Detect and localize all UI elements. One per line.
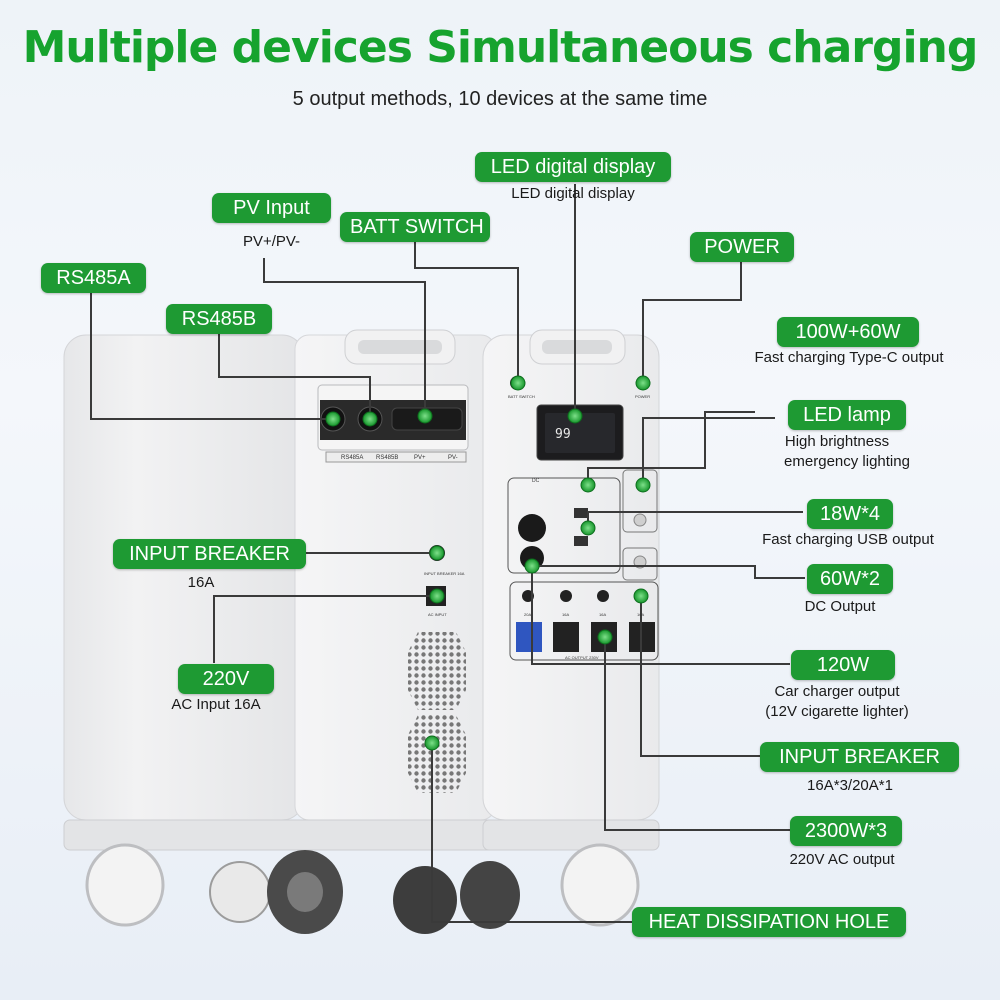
desc-led-lamp-2: emergency lighting <box>784 453 910 470</box>
page-subtitle: 5 output methods, 10 devices at the same… <box>292 88 708 110</box>
input-breaker-printed: INPUT BREAKER 16A <box>424 571 465 576</box>
desc-ac-output: 220V AC output <box>789 851 895 868</box>
breaker-rating-3: 16A <box>599 612 606 617</box>
desc-input-breaker-left: 16A <box>187 574 215 591</box>
badge-led-display: LED digital display <box>475 152 671 182</box>
badge-heat: HEAT DISSIPATION HOLE <box>632 907 906 937</box>
desc-led-lamp-1: High brightness <box>784 433 890 450</box>
desc-car-2: (12V cigarette lighter) <box>765 703 909 720</box>
desc-input-breaker-right: 16A*3/20A*1 <box>807 777 893 794</box>
badge-input-breaker-right: INPUT BREAKER <box>760 742 959 772</box>
badge-typec: 100W+60W <box>777 317 919 347</box>
callout-lines <box>90 184 805 923</box>
badge-rs485a: RS485A <box>41 263 146 293</box>
desc-typec: Fast charging Type-C output <box>754 349 944 366</box>
right-module <box>460 329 660 929</box>
badge-batt-switch: BATT SWITCH <box>340 212 490 242</box>
badge-led-lamp: LED lamp <box>788 400 906 430</box>
desc-usb: Fast charging USB output <box>762 531 934 548</box>
dc-printed: DC <box>532 478 540 484</box>
badge-pv-input: PV Input <box>212 193 331 223</box>
badge-usb: 18W*4 <box>807 499 893 529</box>
batt-switch-printed: BATT SWITCH <box>508 394 535 399</box>
left-module <box>63 329 496 934</box>
badge-ac-input: 220V <box>178 664 274 694</box>
desc-pv-input: PV+/PV- <box>242 233 301 250</box>
breaker-rating-2: 16A <box>562 612 569 617</box>
display-readout: 99 <box>555 427 571 442</box>
badge-ac-output: 2300W*3 <box>790 816 902 846</box>
badge-car: 120W <box>791 650 895 680</box>
port-label-pv-minus: PV- <box>448 455 458 461</box>
ac-input-printed: AC INPUT <box>428 612 447 617</box>
desc-led-display: LED digital display <box>511 185 635 202</box>
breaker-rating-4: 16A <box>637 612 644 617</box>
ac-output-printed: AC OUTPUT 230V <box>565 655 599 660</box>
desc-dc: DC Output <box>804 598 876 615</box>
badge-input-breaker-left: INPUT BREAKER <box>113 539 306 569</box>
page-title: Multiple devices Simultaneous charging <box>22 22 979 73</box>
breaker-rating-1: 20A <box>524 612 531 617</box>
power-printed: POWER <box>635 394 650 399</box>
callout-dots <box>325 375 651 751</box>
port-label-pv-plus: PV+ <box>414 455 426 461</box>
badge-rs485b: RS485B <box>166 304 272 334</box>
desc-car-1: Car charger output <box>774 683 900 700</box>
badge-power: POWER <box>690 232 794 262</box>
desc-ac-input: AC Input 16A <box>171 696 261 713</box>
port-label-rs485a: RS485A <box>341 455 363 461</box>
badge-dc: 60W*2 <box>807 564 893 594</box>
port-label-rs485b: RS485B <box>376 455 398 461</box>
device-printed-text: RS485A RS485B PV+ PV- BATT SWITCH POWER … <box>341 394 650 660</box>
